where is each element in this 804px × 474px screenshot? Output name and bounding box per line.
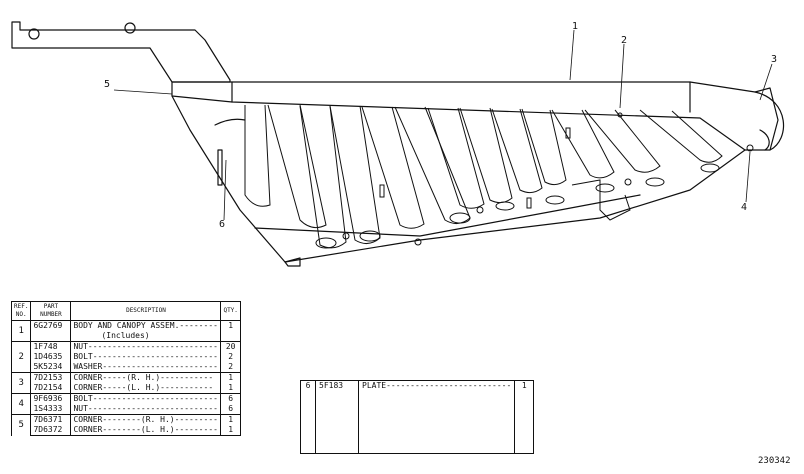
description: BODY AND CANOPY ASSEM.-------- (70, 320, 222, 331)
callout-1: 1 (572, 21, 579, 32)
parts-table: REF. NO. PART NUMBER DESCRIPTION QTY. 1 … (10, 301, 241, 436)
part-number: 5F183 (315, 380, 359, 454)
table-row: 3 7D2153 CORNER-----(R. H.)----------- 1 (10, 372, 241, 394)
quantity: 1 (220, 320, 241, 331)
ref-number: 1 (10, 320, 32, 342)
callout-4: 4 (741, 202, 748, 213)
description: WASHER------------------------ (70, 362, 222, 373)
ref-number: 2 (10, 341, 32, 373)
part-number: 1D4635 (30, 352, 72, 362)
part-number (30, 331, 72, 342)
lifting-eye-left (28, 28, 40, 40)
quantity: 1 (514, 380, 535, 454)
description: BOLT-------------------------- (70, 352, 222, 362)
plate-table: 6 5F183 PLATE-------------------------- … (300, 380, 535, 454)
part-number: 7D2154 (30, 383, 72, 394)
table-row: 6 5F183 PLATE-------------------------- … (300, 380, 535, 454)
top-rail (171, 81, 779, 151)
quantity: 6 (220, 404, 241, 415)
callout-5: 5 (104, 79, 111, 90)
table-row: 2 1F748 NUT--------------------------- 2… (10, 341, 241, 373)
drawing-number: 230342 (758, 456, 791, 466)
quantity: 2 (220, 362, 241, 373)
header-part-number: PART NUMBER (30, 301, 72, 321)
body-and-canopy-drawing (11, 21, 785, 267)
part-number: 7D6371 (30, 414, 72, 425)
ref-number: 4 (10, 393, 32, 415)
callout-3: 3 (771, 54, 778, 65)
quantity: 1 (220, 383, 241, 394)
quantity: 1 (220, 372, 241, 383)
ref-number: 3 (10, 372, 32, 394)
table-row: 1S4333 NUT--------------------------- 6 (12, 404, 241, 415)
body-outline (171, 95, 746, 263)
description: BOLT-------------------------- (70, 393, 222, 404)
quantity (220, 331, 241, 342)
parts-table-header: REF. NO. PART NUMBER DESCRIPTION QTY. (10, 301, 241, 321)
quantity: 2 (220, 352, 241, 362)
quantity: 1 (220, 414, 241, 425)
part-number: 1S4333 (30, 404, 72, 415)
ref-number: 5 (10, 414, 32, 436)
header-ref: REF. NO. (10, 301, 32, 321)
ref-number: 6 (300, 380, 316, 454)
part-number: 7D6372 (30, 425, 72, 436)
table-row: 5 7D6371 CORNER--------(R. H.)--------- … (10, 414, 241, 436)
lifting-eye-right (124, 22, 136, 34)
front-corner (754, 91, 785, 151)
table-row: 5K5234 WASHER------------------------ 2 (12, 362, 241, 373)
quantity: 20 (220, 341, 241, 352)
description: CORNER--------(R. H.)--------- (70, 414, 222, 425)
description: CORNER-----(R. H.)----------- (70, 372, 222, 383)
table-row: 1 6G2769 BODY AND CANOPY ASSEM.-------- … (10, 320, 241, 342)
part-number: 5K5234 (30, 362, 72, 373)
part-number: 6G2769 (30, 320, 72, 331)
quantity: 6 (220, 393, 241, 404)
description: NUT--------------------------- (70, 341, 222, 352)
table-row: (Includes) (12, 331, 241, 342)
quantity: 1 (220, 425, 241, 436)
part-number: 1F748 (30, 341, 72, 352)
table-row: 1D4635 BOLT-------------------------- 2 (12, 352, 241, 362)
part-number: 7D2153 (30, 372, 72, 383)
table-row: 7D2154 CORNER-----(L. H.)----------- 1 (12, 383, 241, 394)
part-number: 9F6936 (30, 393, 72, 404)
table-row: 7D6372 CORNER--------(L. H.)--------- 1 (12, 425, 241, 436)
description: CORNER-----(L. H.)----------- (70, 383, 222, 394)
table-row: 4 9F6936 BOLT-------------------------- … (10, 393, 241, 415)
description: CORNER--------(L. H.)--------- (70, 425, 222, 436)
callout-2: 2 (621, 35, 628, 46)
header-description: DESCRIPTION (70, 301, 222, 321)
callout-6: 6 (219, 219, 226, 230)
description: PLATE-------------------------- (357, 380, 516, 454)
header-qty: QTY. (220, 301, 241, 321)
rear-frame-arm (11, 21, 231, 83)
description: (Includes) (70, 331, 222, 342)
description: NUT--------------------------- (70, 404, 222, 415)
